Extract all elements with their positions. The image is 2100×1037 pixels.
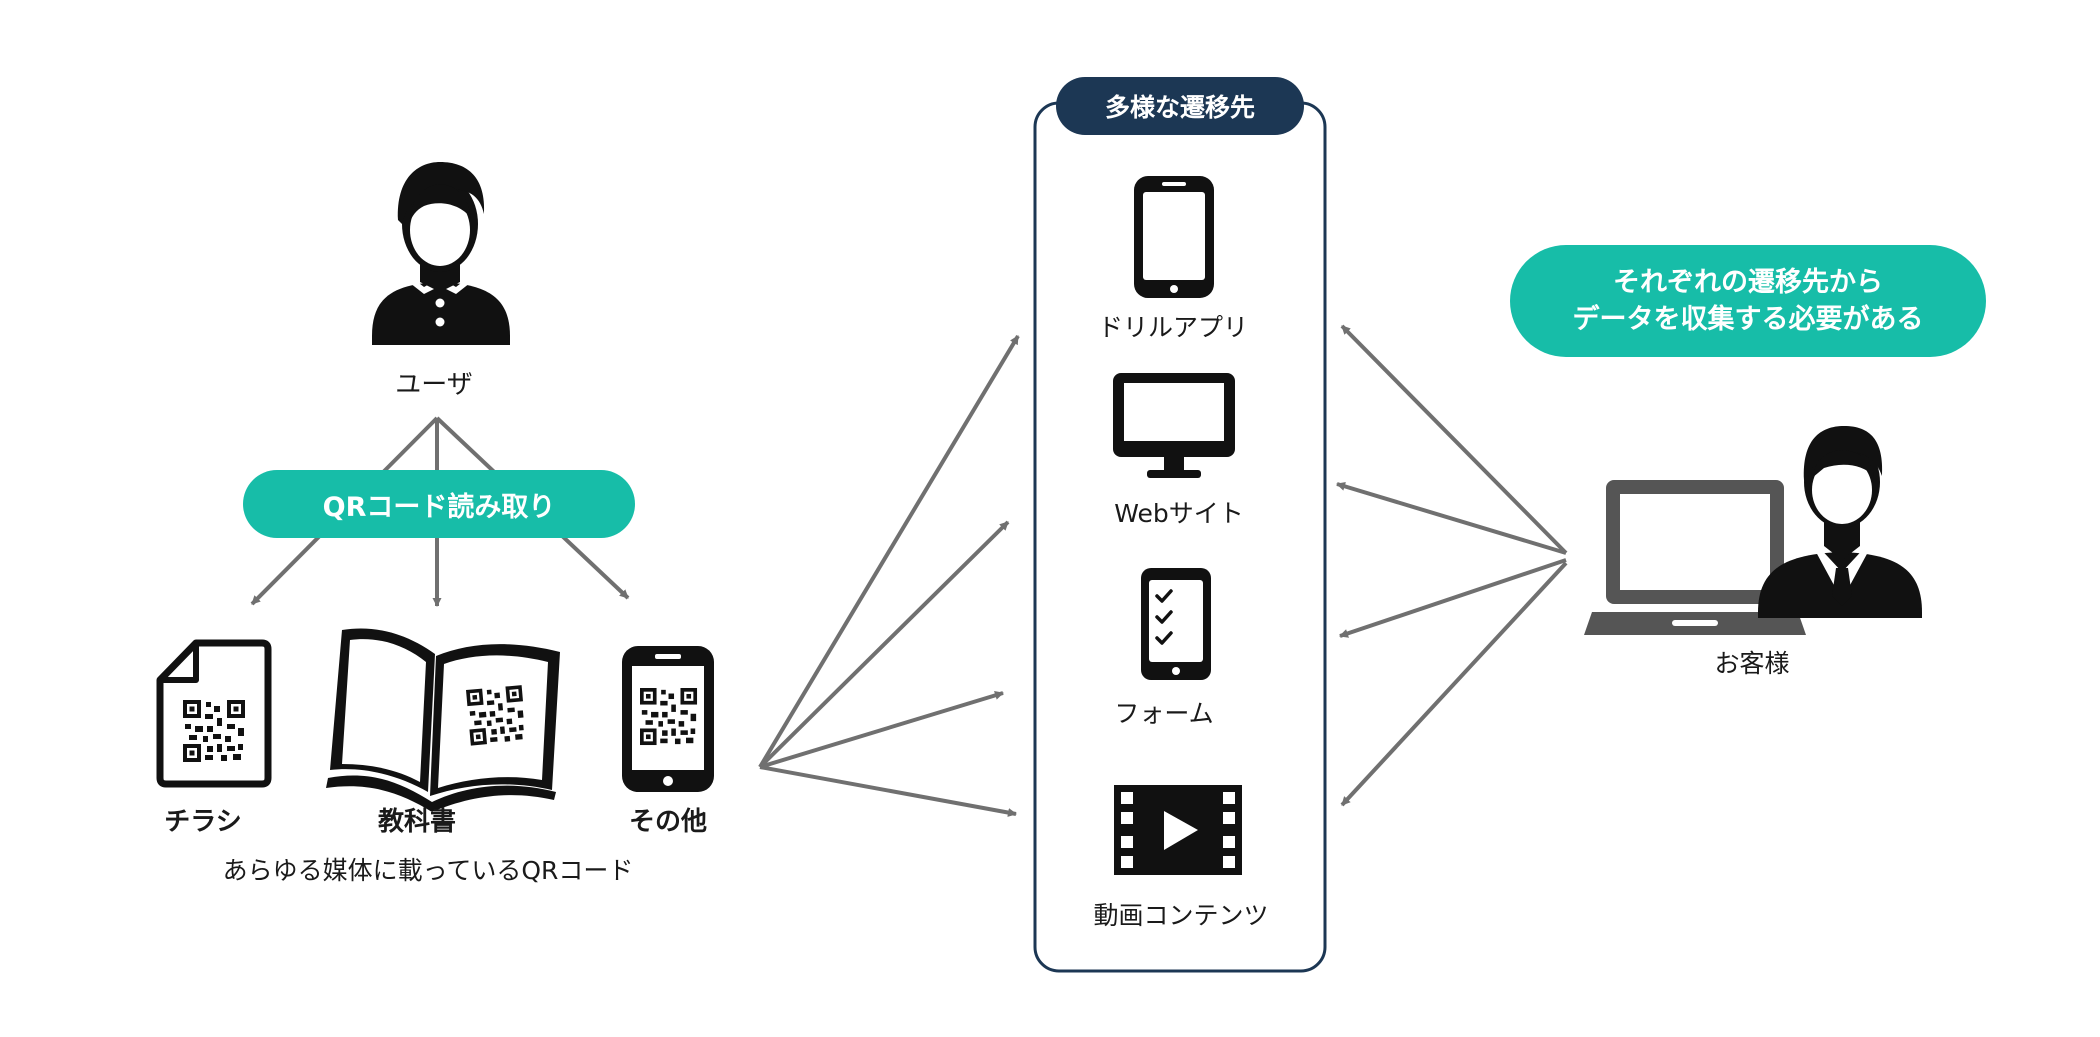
arrow-from-customer-2 — [1336, 481, 1567, 555]
qr-code-icon — [183, 700, 245, 762]
destination-label-drill-app: ドリルアプリ — [1097, 313, 1249, 342]
destinations-header: 多様な遷移先 — [1056, 77, 1304, 135]
video-icon — [1114, 785, 1242, 875]
user-label: ユーザ — [395, 370, 473, 400]
arrow-to-website — [758, 520, 1010, 769]
media-caption: あらゆる媒体に載っているQRコード — [222, 856, 634, 885]
media-to-destination-arrows — [758, 334, 1020, 817]
arrow-to-form — [759, 691, 1004, 769]
media-label-textbook: 教科書 — [377, 807, 457, 837]
destination-label-video: 動画コンテンツ — [1093, 901, 1269, 930]
customer-label: お客様 — [1714, 649, 1790, 678]
phone-qr-icon — [622, 646, 714, 792]
callout-line-1: それぞれの遷移先から — [1613, 267, 1883, 298]
arrow-to-video — [759, 765, 1017, 817]
play-icon — [1164, 811, 1198, 850]
destination-label-website: Webサイト — [1114, 499, 1244, 528]
destination-label-form: フォーム — [1114, 699, 1214, 728]
checklist-phone-icon — [1141, 568, 1211, 680]
customer-icon — [1758, 426, 1922, 618]
qr-code-icon — [640, 688, 698, 746]
monitor-icon — [1113, 373, 1235, 478]
arrow-from-customer-4 — [1340, 561, 1568, 807]
media-label-flyer: チラシ — [164, 807, 242, 837]
textbook-icon — [326, 628, 560, 812]
callout-line-2: データを収集する必要がある — [1572, 304, 1924, 335]
arrow-from-customer-1 — [1340, 324, 1568, 555]
arrow-from-customer-3 — [1339, 558, 1567, 638]
flyer-icon — [156, 639, 272, 788]
customer-to-destination-arrows — [1336, 324, 1568, 807]
qr-code-icon — [466, 685, 527, 746]
smartphone-icon — [1134, 176, 1214, 298]
arrow-to-drill-app — [758, 334, 1020, 769]
laptop-icon — [1584, 480, 1806, 635]
media-label-other: その他 — [628, 807, 708, 837]
user-icon — [372, 162, 510, 345]
data-collection-callout: それぞれの遷移先から データを収集する必要がある — [1510, 245, 1986, 357]
qr-scan-badge: QRコード読み取り — [243, 470, 635, 538]
